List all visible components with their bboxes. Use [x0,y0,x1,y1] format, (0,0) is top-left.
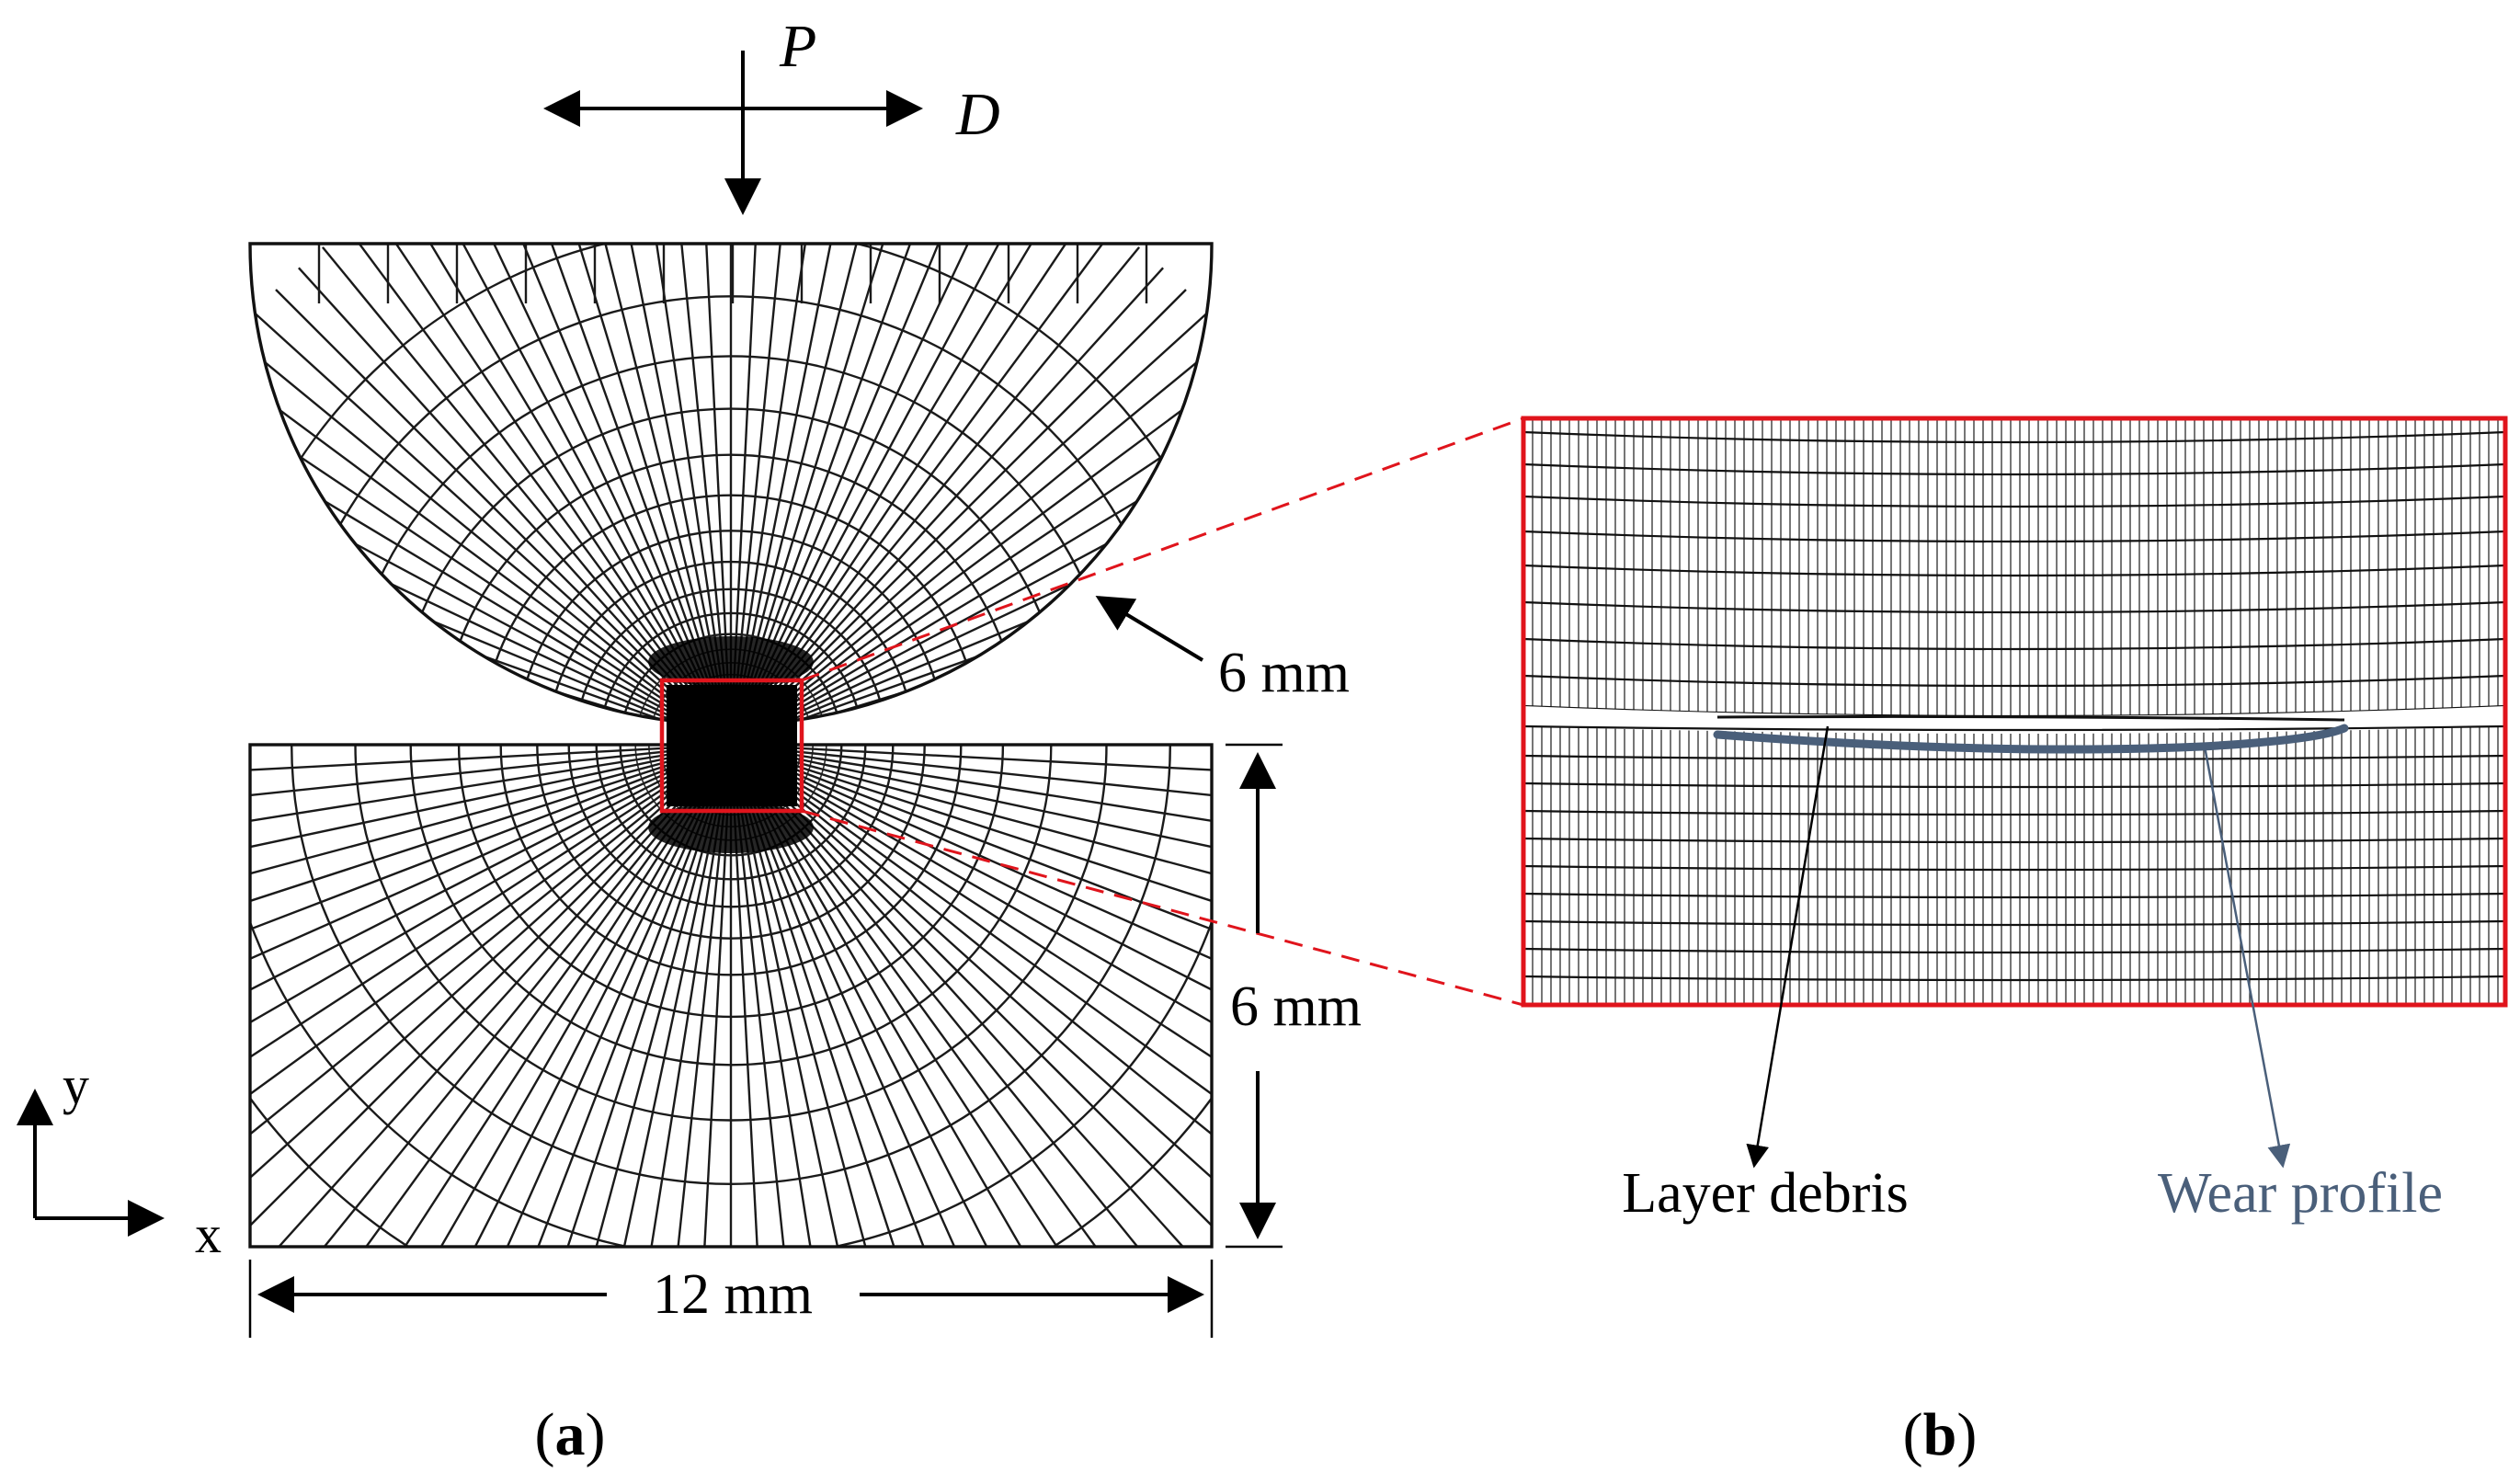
axis-y-label: y [63,1055,89,1115]
wear-pointer [2203,746,2291,1169]
radius-label: 6 mm [1218,642,1350,704]
zoom-connector-bottom [801,809,1524,1007]
radius-arrow [1095,595,1204,662]
layer-debris-line [1716,714,2345,722]
contact-zone-dense-mesh [648,636,814,853]
load-arrows: P D [543,13,1000,215]
debris-pointer [1746,725,1830,1169]
debris-label: Layer debris [1622,1162,1909,1225]
axis-x-label: x [195,1204,222,1264]
axes-indicator: y x [16,1055,222,1264]
height-dimension: 6 mm [1226,743,1362,1249]
width-dimension: 12 mm [248,1260,1214,1338]
wear-profile-curve [1713,724,2349,754]
panel-b-caption: (b) [1903,1401,1978,1468]
load-label: P [779,13,816,80]
height-label: 6 mm [1230,975,1362,1038]
zoomed-mesh [1523,418,2505,1005]
panel-a-caption: (a) [535,1401,606,1468]
contact-zoom-box [659,678,804,814]
direction-label: D [955,81,1000,148]
zoomed-mesh-frame [1521,416,2508,1008]
wear-label: Wear profile [2158,1162,2443,1225]
zoom-connector-top [801,416,1524,682]
width-label: 12 mm [653,1263,813,1326]
